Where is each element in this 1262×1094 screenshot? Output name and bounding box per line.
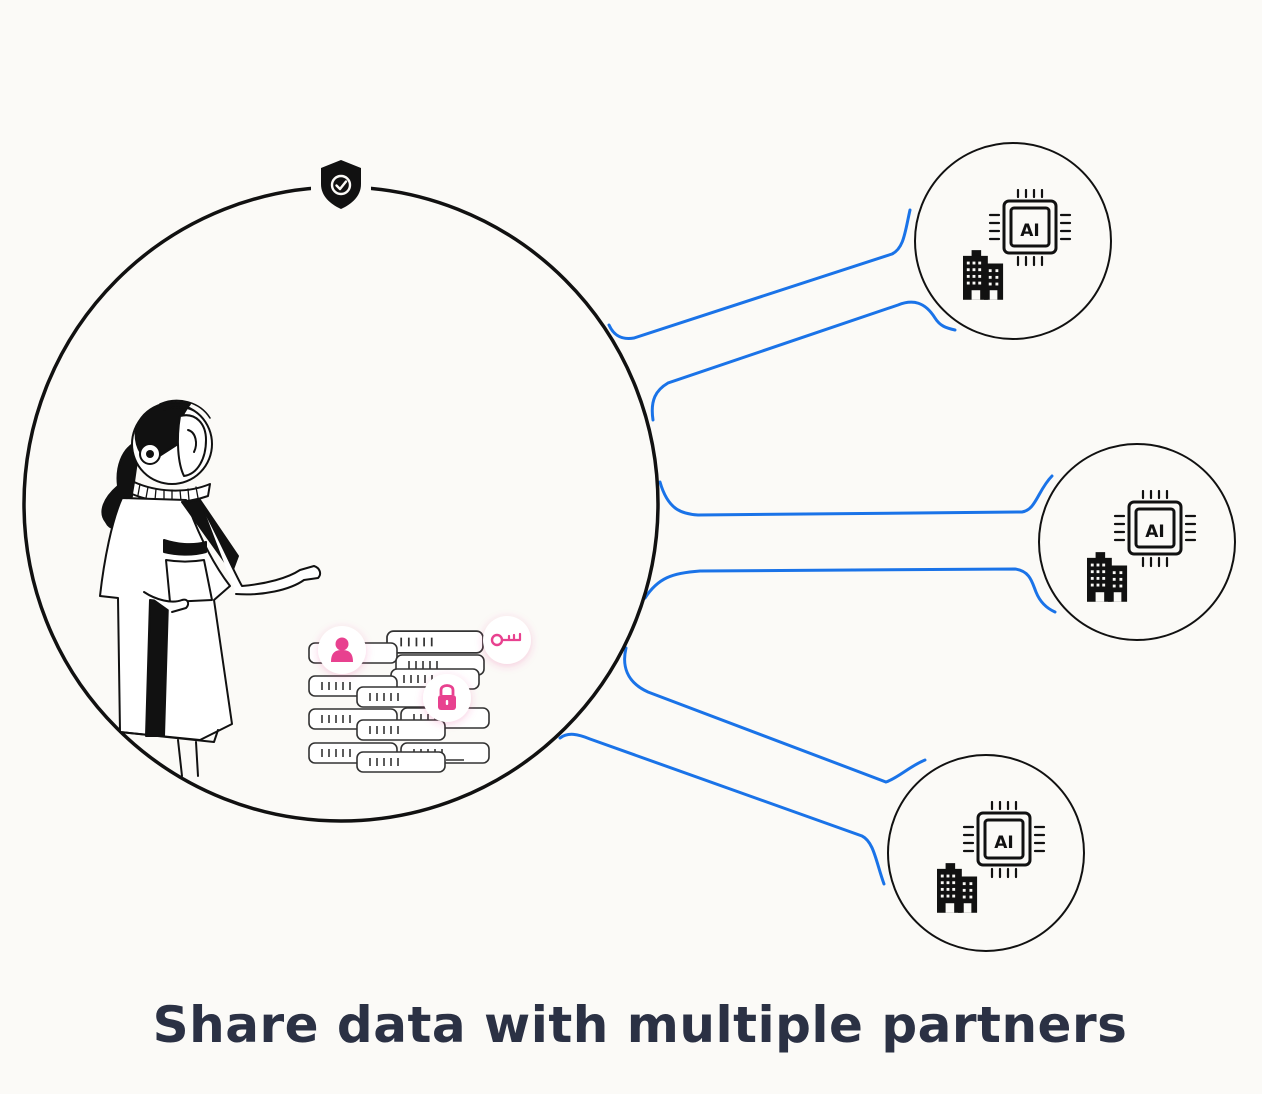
connector-partner-3 — [625, 648, 925, 782]
connector-partner-3-return — [560, 734, 884, 884]
partner-node: AI — [888, 755, 1084, 951]
owner-zone — [24, 154, 658, 821]
shield-check-icon — [311, 154, 371, 214]
connector-partner-1-return — [652, 302, 955, 420]
user-icon — [318, 626, 366, 674]
partner-node: AI — [1039, 444, 1235, 640]
key-icon — [483, 616, 531, 664]
lock-icon — [423, 674, 471, 722]
caption-title: Share data with multiple partners — [0, 996, 1262, 1054]
connector-partner-2-return — [645, 569, 1055, 612]
connector-partner-1 — [609, 210, 910, 338]
connector-partner-2 — [660, 476, 1052, 515]
chip-label: AI — [994, 833, 1013, 853]
partner-circle — [915, 143, 1111, 339]
partner-node: AI — [915, 143, 1111, 339]
chip-label: AI — [1145, 522, 1164, 542]
chip-label: AI — [1020, 221, 1039, 241]
astronaut-woman-figure — [100, 400, 320, 776]
